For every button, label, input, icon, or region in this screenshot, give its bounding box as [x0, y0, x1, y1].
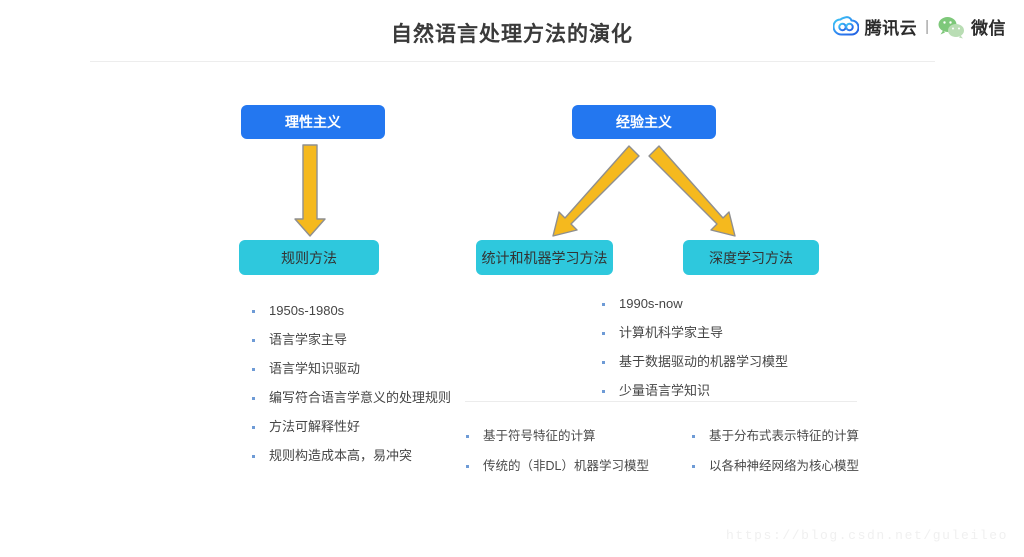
bullet-dot-icon	[602, 303, 605, 306]
list-item-label: 以各种神经网络为核心模型	[709, 459, 860, 473]
list-item: 规则构造成本高，易冲突	[252, 448, 451, 464]
list-item-label: 基于数据驱动的机器学习模型	[619, 354, 789, 369]
bullet-dot-icon	[466, 465, 469, 468]
bullet-dot-icon	[252, 339, 255, 342]
list-item: 基于符号特征的计算	[466, 428, 649, 444]
list-item-label: 语言学知识驱动	[269, 361, 361, 376]
brand-separator: |	[925, 18, 929, 35]
list-item: 语言学知识驱动	[252, 361, 451, 377]
list-item: 计算机科学家主导	[602, 325, 788, 341]
sub-section-divider	[465, 401, 857, 402]
list-item: 1950s-1980s	[252, 303, 451, 319]
down-arrow-icon	[294, 144, 326, 237]
bullet-list-deep-learning-sub: 基于分布式表示特征的计算以各种神经网络为核心模型	[692, 428, 859, 488]
list-item: 1990s-now	[602, 296, 788, 312]
bullet-dot-icon	[252, 397, 255, 400]
list-item-label: 传统的（非DL）机器学习模型	[483, 459, 649, 473]
diagonal-down-right-arrow-icon	[648, 145, 736, 237]
bullet-dot-icon	[252, 368, 255, 371]
page-title: 自然语言处理方法的演化	[391, 23, 633, 46]
diagonal-down-left-arrow-icon	[552, 145, 640, 237]
bullet-dot-icon	[692, 435, 695, 438]
watermark: https://blog.csdn.net/guleileo	[725, 528, 1008, 543]
bullet-dot-icon	[466, 435, 469, 438]
list-item: 基于分布式表示特征的计算	[692, 428, 859, 444]
list-item: 传统的（非DL）机器学习模型	[466, 458, 649, 474]
bullet-list-statistical-sub: 基于符号特征的计算传统的（非DL）机器学习模型	[466, 428, 649, 488]
bullet-dot-icon	[602, 390, 605, 393]
wechat-label: 微信	[971, 19, 1006, 38]
list-item: 以各种神经网络为核心模型	[692, 458, 859, 474]
header-divider	[90, 61, 935, 62]
list-item: 少量语言学知识	[602, 383, 788, 399]
bullet-dot-icon	[602, 332, 605, 335]
list-item: 语言学家主导	[252, 332, 451, 348]
node-rationalism[interactable]: 理性主义	[241, 105, 385, 139]
bullet-dot-icon	[252, 426, 255, 429]
wechat-logo-icon	[937, 15, 965, 39]
list-item-label: 计算机科学家主导	[619, 325, 724, 340]
bullet-dot-icon	[252, 455, 255, 458]
bullet-list-rule-methods: 1950s-1980s 语言学家主导语言学知识驱动编写符合语言学意义的处理规则方法…	[252, 303, 451, 477]
tencent-cloud-label: 腾讯云	[864, 19, 918, 38]
list-item-label: 方法可解释性好	[269, 419, 361, 434]
brand-lockup: 腾讯云 | 微信	[832, 14, 1006, 39]
node-empiricism[interactable]: 经验主义	[572, 105, 716, 139]
list-item-label: 1950s-1980s	[269, 303, 345, 318]
list-item-label: 语言学家主导	[269, 332, 348, 347]
node-statistical-ml-methods[interactable]: 统计和机器学习方法	[476, 240, 613, 275]
tencent-cloud-logo-icon	[832, 15, 860, 38]
list-item-label: 规则构造成本高，易冲突	[269, 448, 413, 463]
list-item-label: 基于符号特征的计算	[483, 429, 596, 443]
list-item: 方法可解释性好	[252, 419, 451, 435]
list-item-label: 少量语言学知识	[619, 383, 711, 398]
bullet-dot-icon	[602, 361, 605, 364]
page-header: 自然语言处理方法的演化 腾讯云 |	[0, 0, 1024, 62]
list-item: 编写符合语言学意义的处理规则	[252, 390, 451, 406]
list-item-label: 1990s-now	[619, 296, 683, 311]
list-item-label: 编写符合语言学意义的处理规则	[269, 390, 452, 405]
list-item-label: 基于分布式表示特征的计算	[709, 429, 860, 443]
node-deep-learning-methods[interactable]: 深度学习方法	[683, 240, 819, 275]
list-item: 基于数据驱动的机器学习模型	[602, 354, 788, 370]
bullet-dot-icon	[692, 465, 695, 468]
bullet-dot-icon	[252, 310, 255, 313]
bullet-list-empiricism-methods: 1990s-now 计算机科学家主导基于数据驱动的机器学习模型少量语言学知识	[602, 296, 788, 412]
node-rule-methods[interactable]: 规则方法	[239, 240, 379, 275]
